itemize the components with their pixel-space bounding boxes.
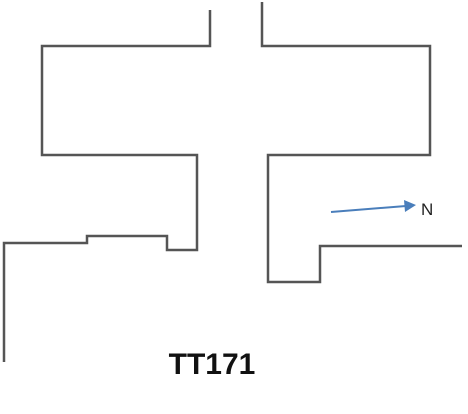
north-label: N: [421, 200, 433, 219]
west-wall-outline: [2, 10, 212, 362]
tomb-title: TT171: [169, 348, 256, 381]
north-arrow: N: [330, 200, 433, 219]
east-wall-outline: [260, 2, 462, 284]
north-arrow-icon: [330, 205, 407, 213]
north-arrowhead-icon: [404, 200, 416, 212]
